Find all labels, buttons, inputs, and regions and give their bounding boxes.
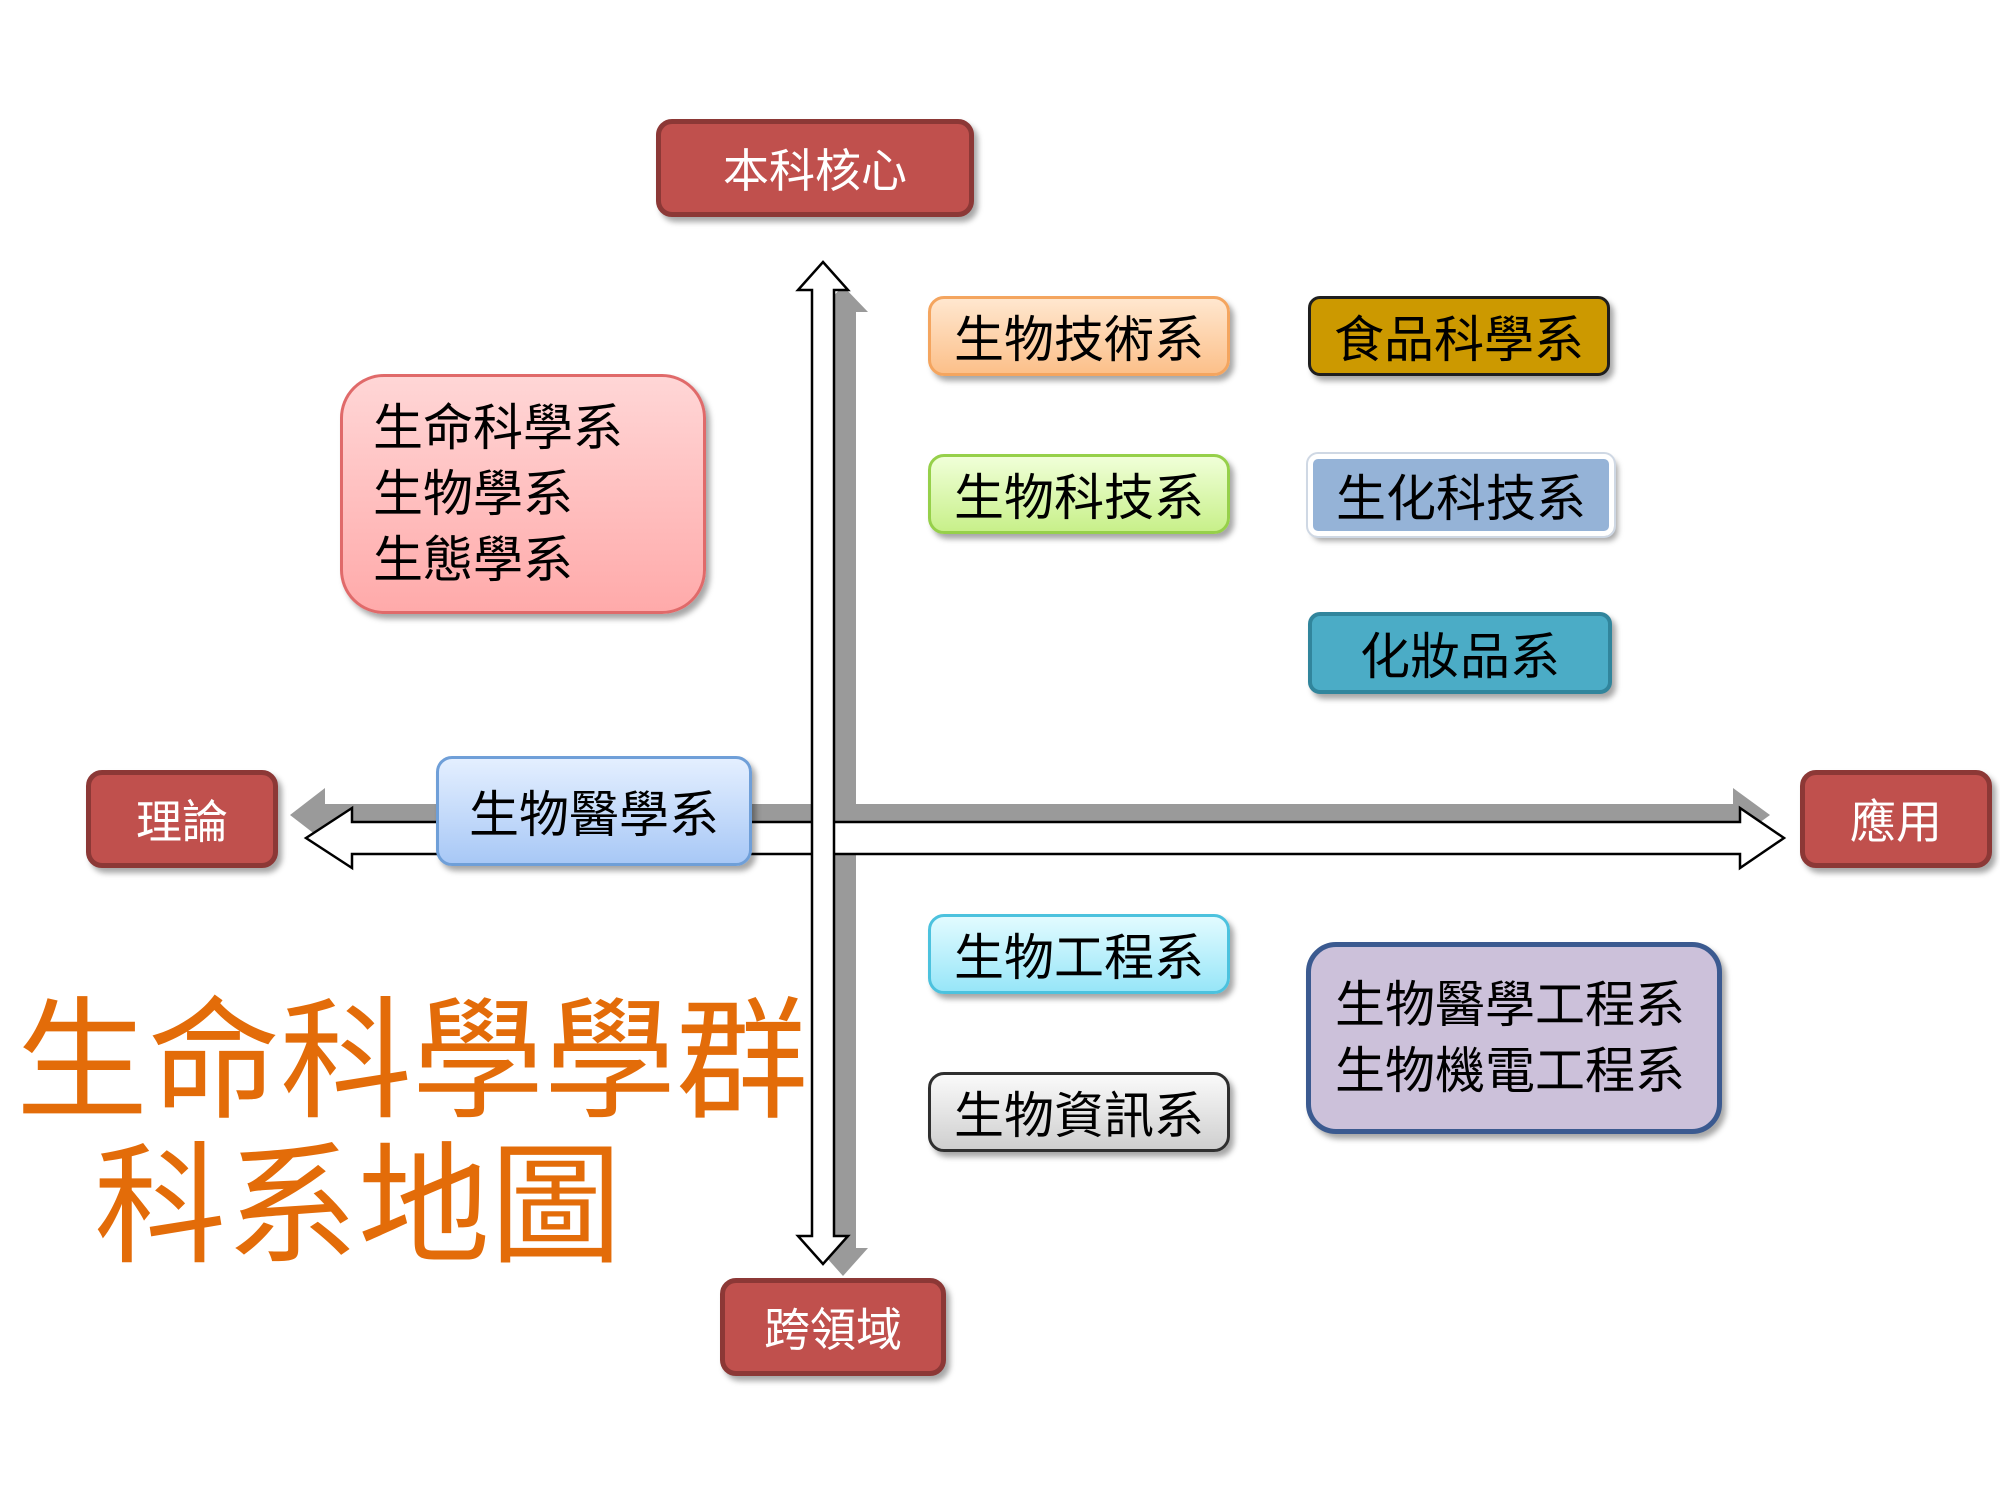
dept-engineering-group: 生物醫學工程系 生物機電工程系 <box>1306 942 1722 1134</box>
title-line-1: 生命科學學群 <box>16 985 808 1139</box>
dept-biochemical-tech: 生化科技系 <box>1306 452 1616 538</box>
dept-biomedical-engineering: 生物醫學工程系 <box>1335 976 1685 1034</box>
dept-biotechnology-tech: 生物技術系 <box>928 296 1230 376</box>
dept-bioengineering: 生物工程系 <box>928 914 1230 994</box>
dept-food-science: 食品科學系 <box>1308 296 1610 376</box>
dept-life-science: 生命科學系 <box>373 399 623 457</box>
vertical-arrow <box>795 260 851 1266</box>
dept-bioinformatics: 生物資訊系 <box>928 1072 1230 1152</box>
horizontal-arrow-shadow <box>290 788 1770 842</box>
axis-cross-domain-label: 跨領域 <box>720 1278 946 1376</box>
title-line-2: 科系地圖 <box>94 1130 622 1284</box>
dept-biology: 生物學系 <box>373 465 573 523</box>
axis-applied-label: 應用 <box>1800 770 1992 868</box>
axis-core-label: 本科核心 <box>656 119 974 217</box>
axis-theory-label: 理論 <box>86 770 278 868</box>
dept-biomedical-science: 生物醫學系 <box>436 756 752 866</box>
page-title: 生命科學學群 科系地圖 <box>16 985 808 1284</box>
dept-biotechnology-sci: 生物科技系 <box>928 454 1230 534</box>
dept-life-sciences-group: 生命科學系 生物學系 生態學系 <box>340 374 706 614</box>
dept-cosmetics: 化妝品系 <box>1308 612 1612 694</box>
dept-ecology: 生態學系 <box>373 531 573 589</box>
dept-biomechatronics-engineering: 生物機電工程系 <box>1335 1042 1685 1100</box>
